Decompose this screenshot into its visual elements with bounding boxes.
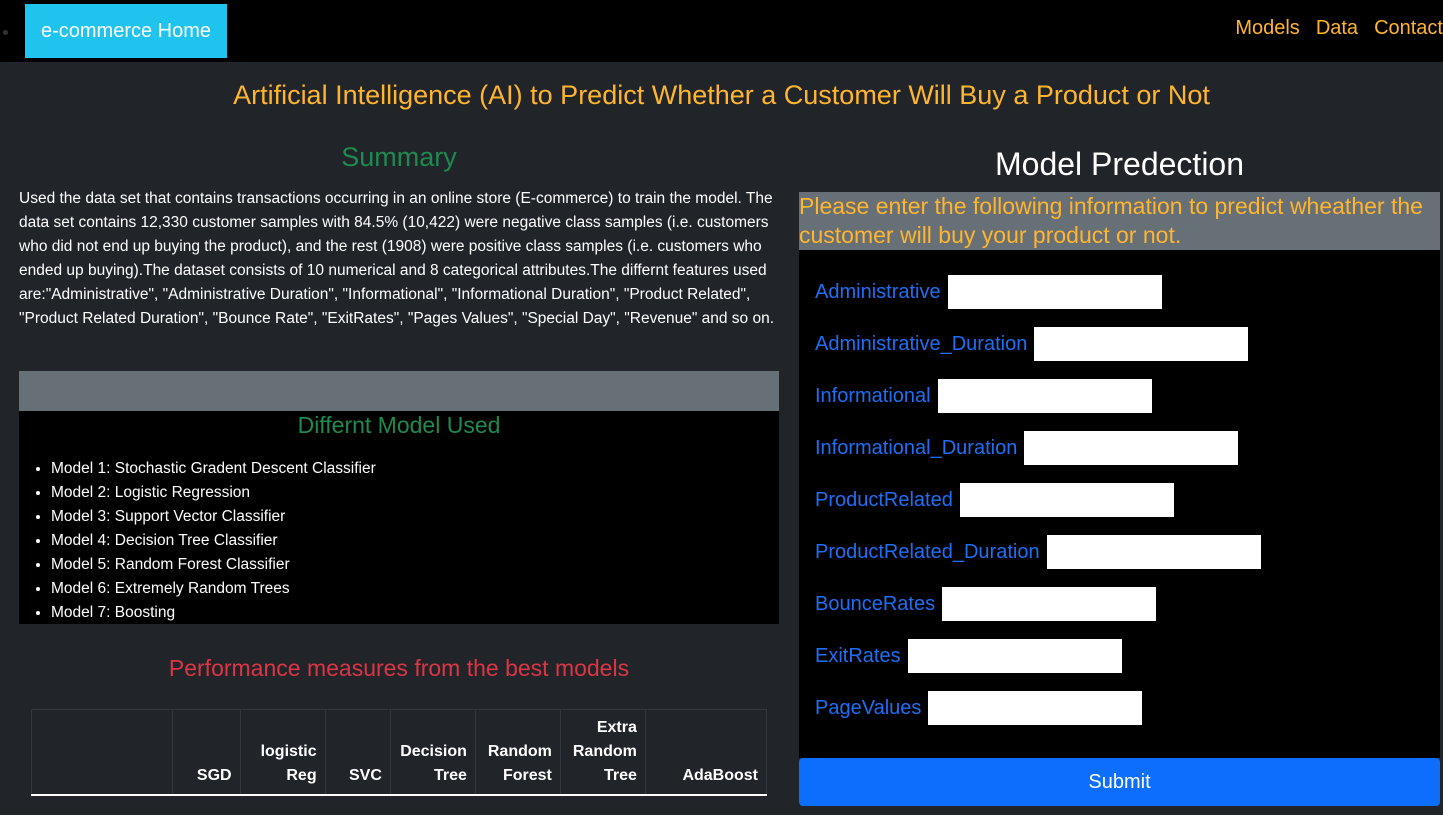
model-list-item: Model 6: Extremely Random Trees bbox=[51, 577, 779, 601]
prediction-form: Administrative Administrative_Duration I… bbox=[799, 250, 1440, 758]
page-title: Artificial Intelligence (AI) to Predict … bbox=[233, 80, 1210, 110]
navbar: e-commerce Home Models Data Contact bbox=[0, 0, 1443, 62]
field-label: ProductRelated bbox=[815, 488, 953, 511]
models-panel: Differnt Model Used Model 1: Stochastic … bbox=[19, 411, 779, 624]
nav-links: Models Data Contact bbox=[1235, 17, 1443, 40]
field-label: Informational bbox=[815, 384, 931, 407]
field-label: Administrative_Duration bbox=[815, 332, 1028, 355]
model-list-item: Model 4: Decision Tree Classifier bbox=[51, 529, 779, 553]
section-divider bbox=[19, 371, 779, 411]
field-administrative-duration: Administrative_Duration bbox=[815, 327, 1249, 361]
table-header-cell: AdaBoost bbox=[644, 709, 768, 796]
field-bounce-rates: BounceRates bbox=[815, 587, 1157, 621]
table-header-cell: Extra Random Tree bbox=[559, 709, 646, 796]
field-label: ExitRates bbox=[815, 644, 901, 667]
prediction-heading: Model Predection bbox=[994, 146, 1245, 182]
table-header-cell: Decision Tree bbox=[389, 709, 476, 796]
product-related-duration-input[interactable] bbox=[1046, 535, 1261, 569]
informational-duration-input[interactable] bbox=[1024, 431, 1239, 465]
bounce-rates-input[interactable] bbox=[942, 587, 1157, 621]
administrative-duration-input[interactable] bbox=[1034, 327, 1249, 361]
model-list-item: Model 5: Random Forest Classifier bbox=[51, 553, 779, 577]
summary-text: Used the data set that contains transact… bbox=[19, 190, 775, 327]
table-header-cell: SGD bbox=[172, 709, 241, 796]
table-header-cell: Random Forest bbox=[474, 709, 561, 796]
nav-link-models[interactable]: Models bbox=[1235, 17, 1300, 39]
models-heading: Differnt Model Used bbox=[297, 412, 501, 438]
performance-table: SGD logistic Reg SVC Decision Tree Rando… bbox=[31, 709, 768, 796]
field-product-related: ProductRelated bbox=[815, 483, 1174, 517]
performance-heading: Performance measures from the best model… bbox=[168, 655, 630, 681]
field-label: Administrative bbox=[815, 280, 941, 303]
model-list-item: Model 2: Logistic Regression bbox=[51, 481, 779, 505]
product-related-input[interactable] bbox=[959, 483, 1174, 517]
nav-link-contact[interactable]: Contact bbox=[1374, 17, 1443, 39]
prediction-instructions: Please enter the following information t… bbox=[799, 192, 1440, 250]
field-informational: Informational bbox=[815, 379, 1152, 413]
exit-rates-input[interactable] bbox=[907, 639, 1122, 673]
summary-heading: Summary bbox=[341, 142, 457, 172]
models-list: Model 1: Stochastic Gradent Descent Clas… bbox=[19, 457, 779, 625]
table-header-cell: SVC bbox=[324, 709, 391, 796]
brand-link[interactable]: e-commerce Home bbox=[25, 4, 227, 58]
field-informational-duration: Informational_Duration bbox=[815, 431, 1239, 465]
field-label: ProductRelated_Duration bbox=[815, 540, 1040, 563]
administrative-input[interactable] bbox=[947, 275, 1162, 309]
nav-link-data[interactable]: Data bbox=[1315, 17, 1359, 39]
model-list-item: Model 7: Boosting bbox=[51, 601, 779, 625]
field-page-values: PageValues bbox=[815, 691, 1143, 725]
table-header-cell: logistic Reg bbox=[239, 709, 326, 796]
field-label: BounceRates bbox=[815, 592, 936, 615]
field-label: PageValues bbox=[815, 696, 922, 719]
table-header-row: SGD logistic Reg SVC Decision Tree Rando… bbox=[31, 709, 768, 796]
field-product-related-duration: ProductRelated_Duration bbox=[815, 535, 1261, 569]
submit-button[interactable]: Submit bbox=[799, 758, 1440, 806]
page-values-input[interactable] bbox=[928, 691, 1143, 725]
model-list-item: Model 1: Stochastic Gradent Descent Clas… bbox=[51, 457, 779, 481]
field-administrative: Administrative bbox=[815, 275, 1162, 309]
field-label: Informational_Duration bbox=[815, 436, 1018, 459]
table-header-cell bbox=[31, 709, 173, 796]
field-exit-rates: ExitRates bbox=[815, 639, 1122, 673]
informational-input[interactable] bbox=[937, 379, 1152, 413]
model-list-item: Model 3: Support Vector Classifier bbox=[51, 505, 779, 529]
nav-bullet bbox=[3, 30, 8, 35]
